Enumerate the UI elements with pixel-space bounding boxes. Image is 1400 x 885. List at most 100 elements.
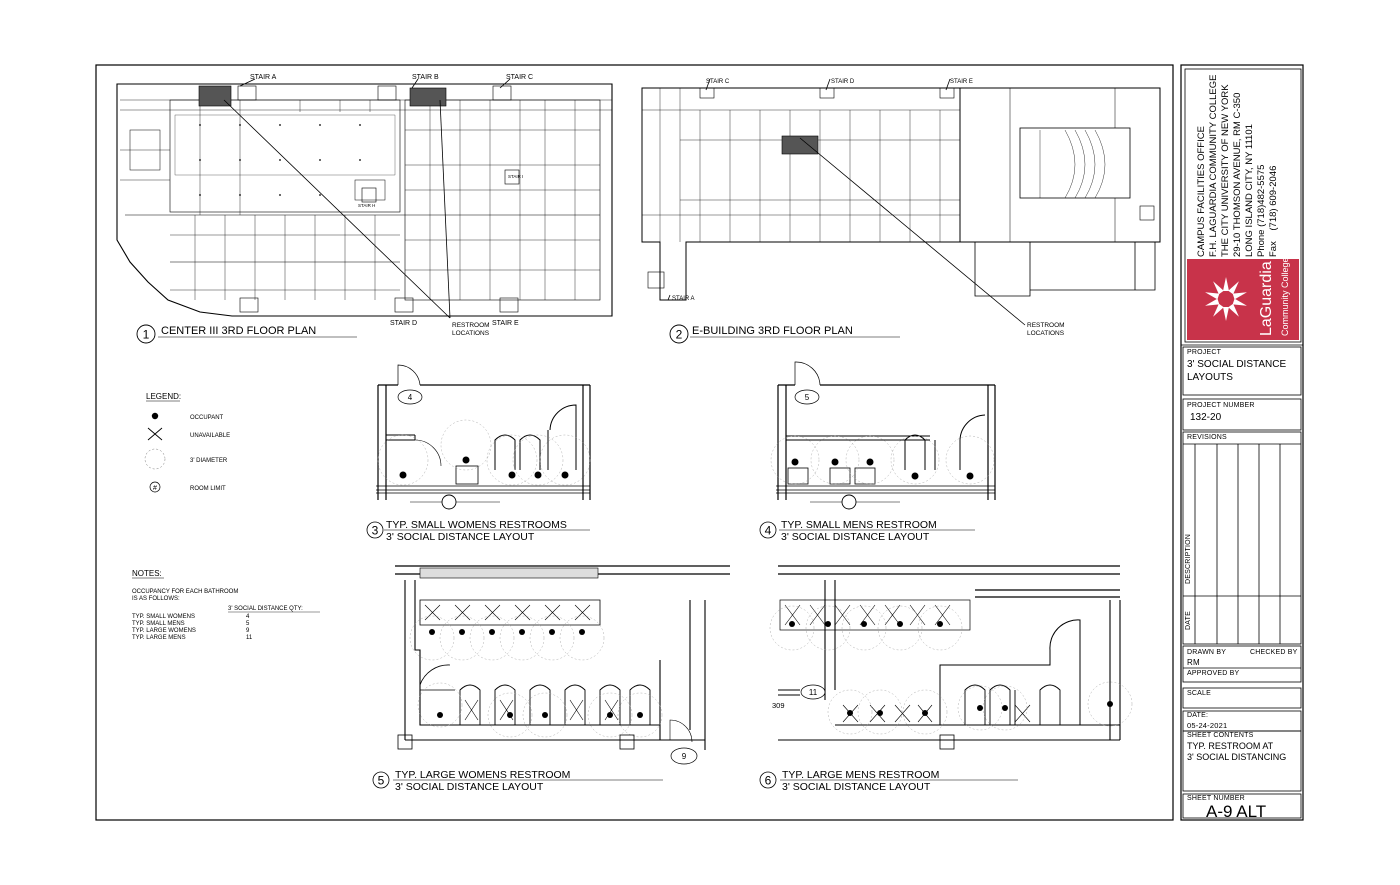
title-block-grid (1181, 68, 1303, 819)
office-line-3: THE CITY UNIVERSITY OF NEW YORK (1220, 84, 1231, 257)
notes-row-4-qty: 11 (246, 635, 253, 641)
restroom-callout-lines-1 (223, 78, 511, 319)
sheet-contents-1: TYP. RESTROOM AT (1187, 741, 1274, 751)
logo-subtitle: Community College (1280, 257, 1290, 336)
e-building-floor-plan (641, 87, 1161, 301)
notes-row-2-label: TYP. SMALL MENS (132, 621, 185, 627)
legend-unavailable-symbol (147, 427, 163, 441)
legend-diameter-symbol (144, 448, 166, 470)
drawn-by-label: DRAWN BY (1187, 649, 1227, 656)
detail-6-room-name-number: 309 (772, 701, 785, 710)
plan-1-number: 1 (143, 328, 150, 342)
notes-row-4-label: TYP. LARGE MENS (132, 635, 186, 641)
detail-4-number: 4 (765, 524, 772, 538)
plan-2-number: 2 (676, 328, 683, 342)
stair-h-label-c3: STAIR H (358, 203, 375, 208)
stair-c-label-c3: STAIR C (506, 74, 533, 81)
detail-6-large-mens-drawing (769, 565, 1133, 750)
restroom-locations-label-2b: LOCATIONS (1027, 330, 1065, 337)
description-label: DESCRIPTION (1185, 533, 1192, 584)
restroom-locations-label-2a: RESTROOM (1027, 322, 1065, 329)
checked-by-label: CHECKED BY (1250, 649, 1298, 656)
legend-unavailable-label: UNAVAILABLE (190, 433, 230, 439)
project-number: 132-20 (1190, 412, 1222, 423)
legend-occupant-label: OCCUPANT (190, 415, 224, 421)
detail-4-title: TYP. SMALL MENS RESTROOM (781, 519, 937, 531)
notes-row-1-qty: 4 (246, 614, 250, 620)
stair-a-label-e: STAIR A (672, 296, 695, 302)
detail-5-number: 5 (378, 774, 385, 788)
center-iii-floor-plan (116, 83, 613, 317)
detail-5-room-number: 9 (682, 752, 687, 761)
notes-row-3-label: TYP. LARGE WOMENS (132, 628, 196, 634)
logo-name: LaGuardia (1258, 261, 1275, 336)
office-line-4: 29-10 THOMSON AVENUE, RM C-350 (1232, 92, 1243, 257)
detail-6-number-bubble (759, 771, 777, 789)
stair-c-label-e: STAIR C (706, 79, 730, 85)
detail-3-number-bubble (366, 521, 384, 539)
office-line-7: Fax (718) 609-2046 (1268, 165, 1279, 257)
detail-6-room-tag (800, 684, 826, 700)
stair-i-label-c3: STAIR I (508, 174, 523, 179)
detail-3-subtitle: 3' SOCIAL DISTANCE LAYOUT (386, 531, 535, 543)
drawing-border (95, 64, 1174, 821)
stair-a-label-c3: STAIR A (250, 74, 277, 81)
sheet-contents-2: 3' SOCIAL DISTANCING (1187, 752, 1287, 762)
plan-1-number-bubble (136, 324, 156, 344)
sheet-contents-label: SHEET CONTENTS (1187, 732, 1254, 739)
legend-occupant-symbol (151, 412, 159, 420)
detail-6-number: 6 (765, 774, 772, 788)
notes-column-header: 3' SOCIAL DISTANCE QTY: (228, 606, 303, 612)
detail-5-subtitle: 3' SOCIAL DISTANCE LAYOUT (395, 781, 544, 793)
detail-5-room-tag (670, 747, 698, 765)
detail-3-room-number: 4 (408, 393, 413, 402)
stair-e-label-e: STAIR E (950, 79, 973, 85)
legend-room-limit-label: ROOM LIMIT (190, 486, 226, 492)
project-value-1: 3' SOCIAL DISTANCE (1187, 359, 1287, 370)
office-line-6: Phone (718)482-5575 (1256, 164, 1267, 257)
stair-b-label-c3: STAIR B (412, 74, 439, 81)
detail-3-number: 3 (372, 524, 379, 538)
revision-date-label: DATE (1185, 611, 1192, 630)
notes-row-3-qty: 9 (246, 628, 250, 634)
detail-6-room-number: 11 (809, 688, 818, 697)
notes-row-2-qty: 5 (246, 621, 250, 627)
sheet-number: A-9 ALT (1206, 802, 1267, 821)
plan-1-title: CENTER III 3RD FLOOR PLAN (161, 325, 316, 337)
restroom-locations-label-1a: RESTROOM (452, 322, 490, 329)
legend-diameter-label: 3' DIAMETER (190, 458, 228, 464)
laguardia-logo-mark (1205, 277, 1247, 321)
stair-d-label-c3: STAIR D (390, 320, 417, 327)
detail-6-title: TYP. LARGE MENS RESTROOM (782, 769, 939, 781)
project-value-2: LAYOUTS (1187, 372, 1233, 383)
detail-5-title: TYP. LARGE WOMENS RESTROOM (395, 769, 570, 781)
notes-row-1-label: TYP. SMALL WOMENS (132, 614, 195, 620)
detail-6-subtitle: 3' SOCIAL DISTANCE LAYOUT (782, 781, 931, 793)
project-number-label: PROJECT NUMBER (1187, 402, 1255, 409)
stair-e-label-c3: STAIR E (492, 320, 519, 327)
laguardia-logo-box (1187, 259, 1299, 340)
notes-heading: NOTES: (132, 569, 162, 578)
project-label: PROJECT (1187, 349, 1222, 356)
notes-line-1: OCCUPANCY FOR EACH BATHROOM (132, 589, 238, 595)
notes-line-2: IS AS FOLLOWS: (132, 596, 180, 602)
office-line-5: LONG ISLAND CITY, NY 11101 (1244, 124, 1255, 257)
restroom-locations-label-1b: LOCATIONS (452, 330, 490, 337)
stair-d-label-e: STAIR D (831, 79, 855, 85)
detail-4-room-tag (794, 389, 820, 405)
legend-room-limit-hash: # (153, 485, 157, 492)
legend-heading: LEGEND: (146, 392, 181, 401)
detail-3-title: TYP. SMALL WOMENS RESTROOMS (386, 519, 567, 531)
detail-5-large-womens-drawing (395, 565, 730, 750)
detail-4-room-number: 5 (805, 393, 810, 402)
plan-2-number-bubble (669, 324, 689, 344)
legend-room-limit-symbol (149, 481, 161, 493)
detail-4-number-bubble (759, 521, 777, 539)
revisions-label: REVISIONS (1187, 434, 1227, 441)
detail-3-room-tag (397, 389, 423, 405)
plan-2-title: E-BUILDING 3RD FLOOR PLAN (692, 325, 853, 337)
office-line-2: F.H. LAGUARDIA COMMUNITY COLLEGE (1208, 74, 1219, 257)
detail-3-small-womens-drawing (376, 364, 591, 510)
approved-by-label: APPROVED BY (1187, 670, 1240, 677)
